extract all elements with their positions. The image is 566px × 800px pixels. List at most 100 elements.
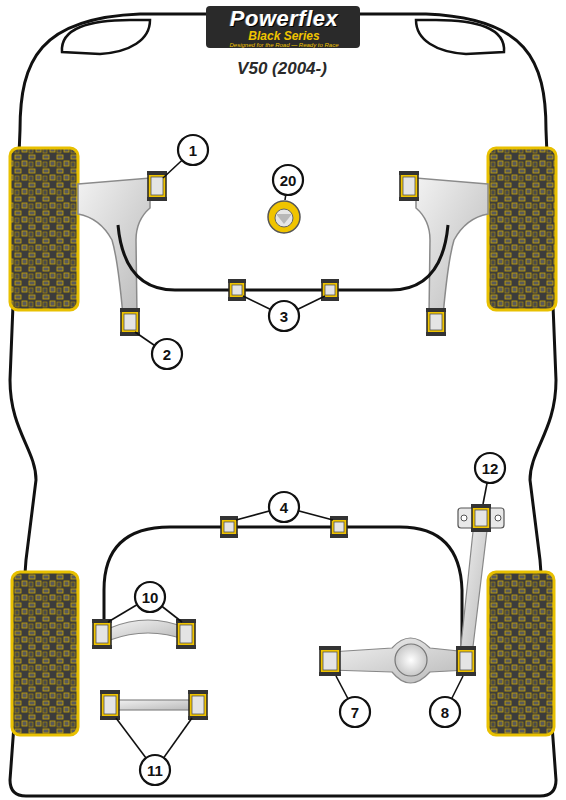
bush-washer <box>100 690 120 694</box>
bush-washer <box>456 646 476 650</box>
bush-washer <box>399 171 419 175</box>
tyre <box>12 572 78 735</box>
front-wishbone <box>416 178 488 316</box>
front-anti-roll-bar <box>118 225 448 290</box>
brand-text: Designed for the Road — Ready to Race <box>229 42 338 48</box>
bush-washer <box>147 197 167 201</box>
bush-washer <box>330 534 348 538</box>
callout-number: 8 <box>441 705 449 720</box>
callout-number: 2 <box>163 347 171 362</box>
bush-sleeve <box>430 314 442 330</box>
bush-washer <box>471 528 491 532</box>
bush-washer <box>92 645 112 649</box>
bush-washer <box>220 516 238 520</box>
mount-hole <box>461 515 467 521</box>
bush-sleeve <box>104 696 116 714</box>
bush-sleeve <box>224 522 234 532</box>
bush-sleeve <box>192 696 204 714</box>
callout-number: 4 <box>280 500 288 515</box>
callout-number: 12 <box>482 461 499 476</box>
bush <box>221 518 237 536</box>
bush-sleeve <box>151 177 163 195</box>
car-body <box>10 14 556 796</box>
bush-washer <box>426 332 446 336</box>
bush-washer <box>319 646 341 650</box>
rear-upper-arm <box>110 620 186 640</box>
mount-plate <box>458 508 504 528</box>
hub <box>395 644 427 676</box>
front-wishbone <box>78 178 150 316</box>
rear-anti-roll-bar <box>104 527 462 650</box>
headlight <box>416 20 504 54</box>
callout-circle <box>273 165 303 195</box>
bush <box>472 506 490 530</box>
model-title: V50 (2004-) <box>234 59 330 78</box>
bush-sleeve <box>96 625 108 643</box>
callout-circle <box>340 697 370 727</box>
trailing-arm <box>460 522 488 655</box>
bush <box>189 692 207 718</box>
engine-mount <box>268 201 300 233</box>
bush-washer <box>176 645 196 649</box>
brand-text: Powerflex <box>230 8 338 30</box>
bush-washer <box>456 672 476 676</box>
bush-washer <box>188 690 208 694</box>
bush-sleeve <box>460 652 472 670</box>
bush <box>101 692 119 718</box>
bush-washer <box>321 297 339 301</box>
bush <box>229 281 245 299</box>
bush <box>93 621 111 647</box>
bush-sleeve <box>124 314 136 330</box>
callout-number: 11 <box>147 763 163 778</box>
bush-washer <box>471 504 491 508</box>
bush-washer <box>120 308 140 312</box>
bush-washer <box>319 672 341 676</box>
callout-circle <box>430 697 460 727</box>
bush-washer <box>228 297 246 301</box>
bush-washer <box>228 279 246 283</box>
bush-sleeve <box>475 510 487 526</box>
bush-sleeve <box>180 625 192 643</box>
tyre <box>488 572 554 735</box>
bush <box>121 310 139 334</box>
bush-washer <box>399 197 419 201</box>
bush-sleeve <box>403 177 415 195</box>
mount-hole <box>495 515 501 521</box>
bush <box>320 648 340 674</box>
engine-mount <box>275 209 293 227</box>
callout-number: 1 <box>189 143 197 158</box>
bush-washer <box>426 308 446 312</box>
callout-number: 10 <box>142 590 159 605</box>
callout-circle <box>269 492 299 522</box>
bush <box>177 621 195 647</box>
callout-number: 20 <box>280 173 297 188</box>
bush-sleeve <box>232 285 242 295</box>
callout-circle <box>475 453 505 483</box>
bush-sleeve <box>334 522 344 532</box>
rear-lower-arm <box>330 638 468 683</box>
bush-washer <box>147 171 167 175</box>
tyre <box>488 148 556 310</box>
callout-number: 3 <box>280 309 288 324</box>
callout-circle <box>269 301 299 331</box>
logo-banner <box>206 6 360 48</box>
brand-text: Black Series <box>248 30 319 42</box>
callout-circle <box>178 135 208 165</box>
callout-circle <box>152 339 182 369</box>
callout-circle <box>135 582 165 612</box>
bush <box>400 173 418 199</box>
bush-sleeve <box>325 285 335 295</box>
bush-sleeve <box>323 652 337 670</box>
bush <box>427 310 445 334</box>
bush-washer <box>220 534 238 538</box>
bush <box>457 648 475 674</box>
engine-mount <box>276 214 292 224</box>
rear-lower-link <box>110 700 198 710</box>
bush <box>331 518 347 536</box>
callout-number: 7 <box>351 705 359 720</box>
headlight <box>62 20 150 54</box>
tyre <box>10 148 78 310</box>
callout-circle <box>140 755 170 785</box>
